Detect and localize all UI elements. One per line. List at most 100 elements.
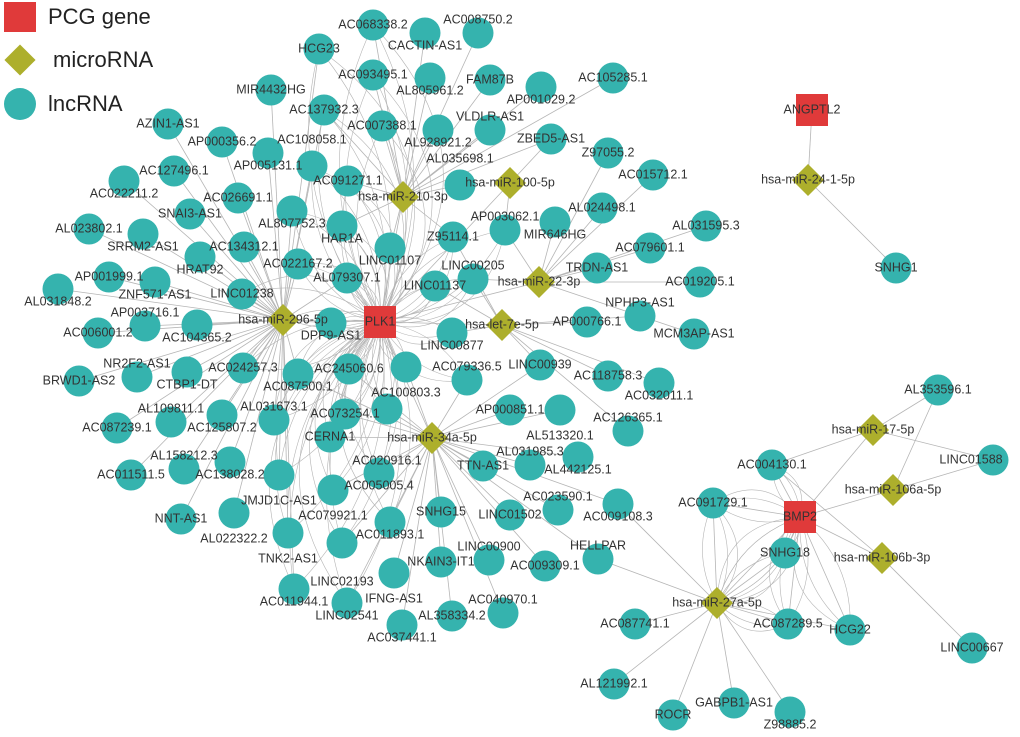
lncrna-node-ttn-as1[interactable] — [467, 450, 499, 482]
mirna-node-hsa-mir-27a-5p[interactable] — [701, 587, 733, 619]
mirna-node-hsa-mir-17-5p[interactable] — [857, 414, 889, 446]
mirna-node-hsa-mir-22-3p[interactable] — [523, 266, 555, 298]
lncrna-node-al109811-1[interactable] — [155, 406, 187, 438]
lncrna-node-ac011944-1[interactable] — [278, 573, 310, 605]
lncrna-node-al031848-2[interactable] — [42, 273, 74, 305]
lncrna-node-ac006001-2[interactable] — [82, 317, 114, 349]
lncrna-node-snhg18[interactable] — [769, 537, 801, 569]
mirna-node-hsa-let-7e-5p[interactable] — [486, 309, 518, 341]
lncrna-node-linc00205[interactable] — [457, 263, 489, 295]
lncrna-node-ac091271-1[interactable] — [332, 165, 364, 197]
lncrna-node-snai3-as1[interactable] — [174, 198, 206, 230]
lncrna-node-ac125807-2[interactable] — [206, 399, 238, 431]
lncrna-node-ac032011-1[interactable] — [643, 367, 675, 399]
lncrna-node-al358334-2[interactable] — [436, 600, 468, 632]
lncrna-node-al031595-3[interactable] — [690, 210, 722, 242]
lncrna-node-fam87b[interactable] — [474, 64, 506, 96]
lncrna-node-ac073254-1[interactable] — [329, 398, 361, 430]
mirna-node-hsa-mir-296-5p[interactable] — [267, 304, 299, 336]
lncrna-node-al807752-3[interactable] — [276, 195, 308, 227]
lncrna-node-ac127496-1[interactable] — [158, 155, 190, 187]
mirna-node-hsa-mir-100-5p[interactable] — [494, 167, 526, 199]
lncrna-node-ac022211-2[interactable] — [108, 165, 140, 197]
lncrna-node-ac079921-1[interactable] — [317, 474, 349, 506]
lncrna-node-ac037441-1[interactable] — [386, 609, 418, 641]
lncrna-node-ac009108-3[interactable] — [602, 488, 634, 520]
lncrna-node-snhg1[interactable] — [880, 252, 912, 284]
pcg-node-angptl2[interactable] — [796, 94, 828, 126]
lncrna-node-z95114-1[interactable] — [437, 221, 469, 253]
lncrna-node-linc01238[interactable] — [226, 278, 258, 310]
lncrna-node-al024498-1[interactable] — [586, 192, 618, 224]
lncrna-node-ac104365-2[interactable] — [181, 309, 213, 341]
mirna-node-hsa-mir-106a-5p[interactable] — [877, 474, 909, 506]
lncrna-node-jmjd1c-as1[interactable] — [263, 459, 295, 491]
lncrna-node-nnt-as1[interactable] — [165, 503, 197, 535]
lncrna-node-ac026691-1[interactable] — [222, 182, 254, 214]
lncrna-node-ctbp1-dt[interactable] — [171, 356, 203, 388]
lncrna-node-linc00877[interactable] — [436, 317, 468, 349]
lncrna-node-al928921-2[interactable] — [422, 114, 454, 146]
lncrna-node-nphp3-as1[interactable] — [624, 300, 656, 332]
lncrna-node-al121992-1[interactable] — [598, 668, 630, 700]
lncrna-node-mir646hg[interactable] — [539, 206, 571, 238]
lncrna-node-ac004130-1[interactable] — [756, 449, 788, 481]
lncrna-node-al079307-1[interactable] — [331, 262, 363, 294]
lncrna-node-ap003716-1[interactable] — [129, 310, 161, 342]
lncrna-node-ap005131-1[interactable] — [252, 137, 284, 169]
lncrna-node-ap000766-1[interactable] — [571, 306, 603, 338]
lncrna-node-al805961-2[interactable] — [414, 62, 446, 94]
lncrna-node-rocr[interactable] — [657, 699, 689, 731]
lncrna-node-ac040970-1[interactable] — [487, 597, 519, 629]
lncrna-node-nr2f2-as1[interactable] — [121, 361, 153, 393]
lncrna-node-al031673-1[interactable] — [258, 404, 290, 436]
lncrna-node-ap000851-1[interactable] — [494, 394, 526, 426]
lncrna-node-linc02193[interactable] — [326, 527, 358, 559]
lncrna-node-mcm3ap-as1[interactable] — [678, 318, 710, 350]
lncrna-node-ac087741-1[interactable] — [619, 608, 651, 640]
lncrna-node-linc01107[interactable] — [374, 232, 406, 264]
lncrna-node-linc01137[interactable] — [419, 270, 451, 302]
lncrna-node-ac008750-2[interactable] — [462, 17, 494, 49]
mirna-node-hsa-mir-210-3p[interactable] — [387, 181, 419, 213]
lncrna-node-hcg22[interactable] — [834, 614, 866, 646]
lncrna-node-cerna1[interactable] — [314, 421, 346, 453]
lncrna-node-ap003062-1[interactable] — [489, 214, 521, 246]
lncrna-node-ac245060-6[interactable] — [333, 353, 365, 385]
pcg-node-plk1[interactable] — [364, 306, 396, 338]
lncrna-node-zbed5-as1[interactable] — [535, 123, 567, 155]
lncrna-node-al158212-3[interactable] — [168, 453, 200, 485]
lncrna-node-al035698-1[interactable] — [444, 169, 476, 201]
lncrna-node-vldlr-as1[interactable] — [474, 114, 506, 146]
lncrna-node-linc00900[interactable] — [473, 544, 505, 576]
lncrna-node-ac079601-1[interactable] — [634, 232, 666, 264]
lncrna-node-ac019205-1[interactable] — [684, 266, 716, 298]
lncrna-node-ac091729-1[interactable] — [697, 487, 729, 519]
lncrna-node-ac138028-2[interactable] — [214, 446, 246, 478]
lncrna-node-linc00939[interactable] — [524, 349, 556, 381]
lncrna-node-linc01588[interactable] — [977, 444, 1009, 476]
lncrna-node-ac009309-1[interactable] — [529, 550, 561, 582]
lncrna-node-cactin-as1[interactable] — [409, 17, 441, 49]
lncrna-node-z97055-2[interactable] — [592, 137, 624, 169]
lncrna-node-ac007388-1[interactable] — [366, 110, 398, 142]
lncrna-node-ac079336-5[interactable] — [451, 364, 483, 396]
lncrna-node-har1a[interactable] — [326, 210, 358, 242]
lncrna-node-ac020916-1[interactable] — [371, 393, 403, 425]
lncrna-node-ac105285-1[interactable] — [597, 62, 629, 94]
lncrna-node-gabpb1-as1[interactable] — [718, 687, 750, 719]
lncrna-node-ap001999-1[interactable] — [93, 261, 125, 293]
lncrna-node-ac024257-3[interactable] — [227, 352, 259, 384]
lncrna-node-ac022167-2[interactable] — [282, 248, 314, 280]
lncrna-node-hrat92[interactable] — [184, 241, 216, 273]
mirna-node-hsa-mir-106b-3p[interactable] — [866, 542, 898, 574]
lncrna-node-snhg15[interactable] — [425, 496, 457, 528]
lncrna-node-azin1-as1[interactable] — [152, 108, 184, 140]
lncrna-node-al031985-3[interactable] — [514, 449, 546, 481]
lncrna-node-linc02541[interactable] — [331, 587, 363, 619]
lncrna-node-al023802-1[interactable] — [73, 213, 105, 245]
lncrna-node-ac087500-1[interactable] — [282, 358, 314, 390]
lncrna-node-linc01502[interactable] — [494, 499, 526, 531]
lncrna-node-ac093495-1[interactable] — [357, 59, 389, 91]
lncrna-node-ac126365-1[interactable] — [612, 415, 644, 447]
